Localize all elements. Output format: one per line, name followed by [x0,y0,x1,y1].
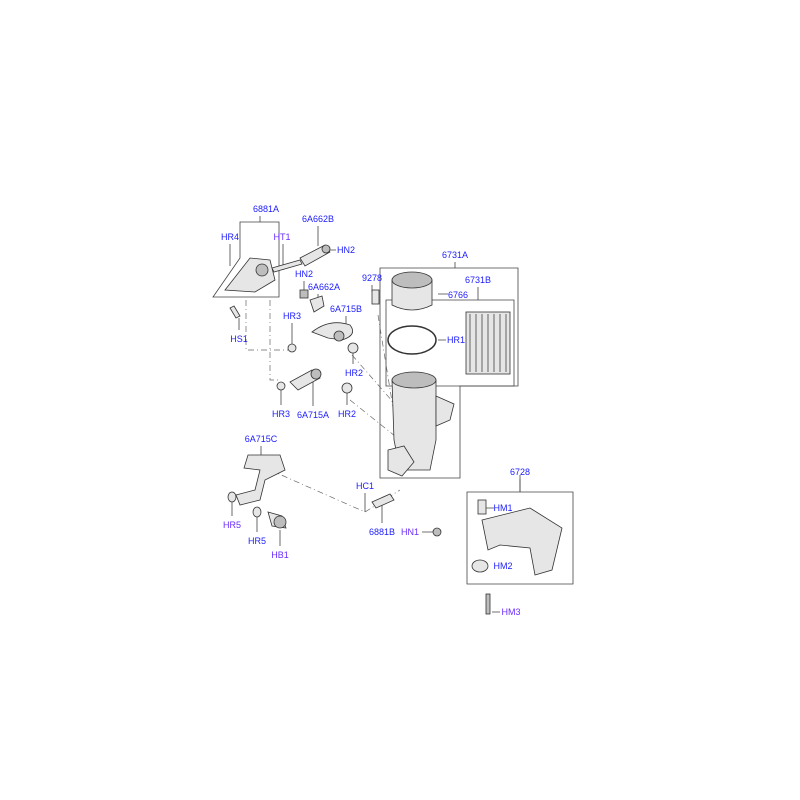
label-9278[interactable]: 9278 [362,273,382,283]
label-HR2[interactable]: HR2 [338,409,356,419]
mounting-bracket [471,499,563,615]
label-6A715A[interactable]: 6A715A [297,410,329,420]
label-6766[interactable]: 6766 [448,290,468,300]
label-HM2[interactable]: HM2 [493,561,512,571]
label-6A662A[interactable]: 6A662A [308,282,340,292]
oil-filter-housing [371,271,511,477]
label-6881A[interactable]: 6881A [253,204,279,214]
label-HT1[interactable]: HT1 [273,232,290,242]
oil-cooler-assembly [224,244,359,394]
label-6A662B[interactable]: 6A662B [302,214,334,224]
label-HR1[interactable]: HR1 [447,335,465,345]
label-6A715B[interactable]: 6A715B [330,304,362,314]
oil-tube-and-fittings [227,454,442,537]
label-HR5[interactable]: HR5 [248,536,266,546]
label-HR3[interactable]: HR3 [283,311,301,321]
label-HC1[interactable]: HC1 [356,481,374,491]
label-HN2[interactable]: HN2 [295,269,313,279]
label-6728[interactable]: 6728 [510,467,530,477]
label-HB1[interactable]: HB1 [271,550,289,560]
label-HR5[interactable]: HR5 [223,520,241,530]
part-labels: 6881A HR4 HT1 6A662B HN2 HN2 6A662A 9278… [221,204,530,617]
label-HS1[interactable]: HS1 [230,334,248,344]
label-6731B[interactable]: 6731B [465,275,491,285]
label-6881B[interactable]: 6881B [369,527,395,537]
label-6731A[interactable]: 6731A [442,250,468,260]
label-HM3[interactable]: HM3 [501,607,520,617]
label-HR2[interactable]: HR2 [345,368,363,378]
label-6A715C[interactable]: 6A715C [245,434,278,444]
label-HN1[interactable]: HN1 [401,527,419,537]
label-HR3[interactable]: HR3 [272,409,290,419]
label-HN2[interactable]: HN2 [337,245,355,255]
label-HR4[interactable]: HR4 [221,232,239,242]
label-HM1[interactable]: HM1 [493,503,512,513]
